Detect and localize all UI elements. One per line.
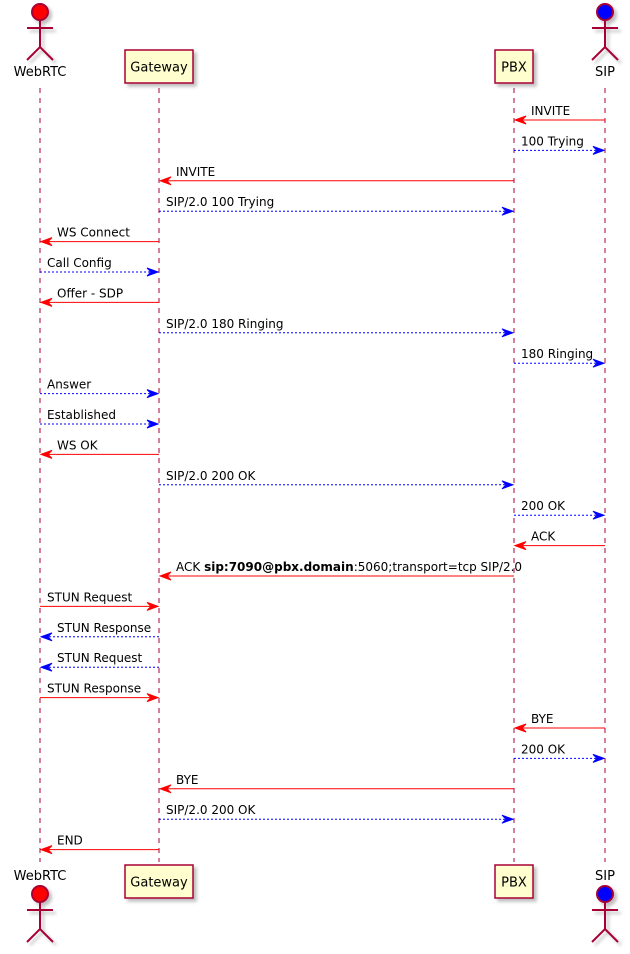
arrowhead-icon [513, 723, 527, 733]
message-label: INVITE [531, 104, 570, 118]
message-label: WS Connect [57, 226, 130, 240]
lifelines [39, 88, 606, 862]
message-label: INVITE [176, 165, 215, 179]
arrowhead-icon [39, 297, 53, 307]
arrowhead-icon [592, 358, 606, 368]
arrowhead-icon [39, 845, 53, 855]
message-arrow: 200 OK [514, 499, 606, 520]
message-label: BYE [176, 773, 199, 787]
message-arrow: SIP/2.0 200 OK [159, 803, 515, 824]
message-label: WS OK [57, 438, 99, 452]
message-arrow: ACK sip:7090@pbx.domain:5060;transport=t… [158, 560, 522, 581]
message-label: Established [47, 408, 116, 422]
message-label: 180 Ringing [521, 347, 593, 361]
participant-box-gateway: Gateway [124, 49, 194, 84]
participant-label: WebRTC [14, 65, 67, 80]
message-label: BYE [531, 712, 554, 726]
arrowhead-icon [592, 753, 606, 763]
actor-sip-top: SIP [591, 3, 619, 80]
message-label: Offer - SDP [57, 286, 123, 300]
message-arrow: INVITE [158, 165, 514, 186]
message-label: ACK sip:7090@pbx.domain:5060;transport=t… [176, 560, 522, 574]
message-arrow: 200 OK [514, 742, 606, 763]
message-arrow: BYE [513, 712, 605, 733]
message-label: END [57, 834, 83, 848]
arrowhead-icon [501, 480, 515, 490]
message-arrow: Answer [40, 378, 160, 399]
message-arrow: SIP/2.0 200 OK [159, 469, 515, 490]
message-arrow: WS OK [39, 438, 159, 459]
participant-label: SIP [595, 869, 615, 884]
message-arrow: STUN Request [40, 590, 160, 611]
message-arrow: ACK [513, 530, 605, 551]
message-arrow: END [39, 834, 159, 855]
arrowhead-icon [146, 693, 160, 703]
message-label: 200 OK [521, 742, 566, 756]
arrowhead-icon [513, 115, 527, 125]
arrowhead-icon [592, 145, 606, 155]
arrowhead-icon [592, 510, 606, 520]
arrowhead-icon [146, 389, 160, 399]
message-arrow: 180 Ringing [514, 347, 606, 368]
arrowhead-icon [501, 814, 515, 824]
message-arrow: INVITE [513, 104, 605, 125]
message-label: Answer [47, 378, 91, 392]
arrowhead-icon [158, 571, 172, 581]
message-arrow: 100 Trying [514, 134, 606, 155]
participant-box-pbx: PBX [494, 49, 534, 84]
actor-head-icon [596, 885, 614, 903]
participant-label: Gateway [130, 876, 188, 891]
message-arrow: SIP/2.0 180 Ringing [159, 317, 515, 338]
arrowhead-icon [146, 267, 160, 277]
participant-label: SIP [595, 65, 615, 80]
actor-head-icon [31, 3, 49, 21]
message-label: STUN Request [57, 651, 143, 665]
arrowhead-icon [501, 206, 515, 216]
message-label: STUN Request [47, 590, 133, 604]
arrowhead-icon [39, 632, 53, 642]
message-arrow: BYE [158, 773, 514, 794]
actor-head-icon [31, 885, 49, 903]
message-arrow: SIP/2.0 100 Trying [159, 195, 515, 216]
actor-webrtc-bottom: WebRTC [14, 869, 67, 943]
message-arrow: WS Connect [39, 226, 159, 247]
arrowhead-icon [146, 419, 160, 429]
arrowhead-icon [39, 237, 53, 247]
arrowhead-icon [158, 176, 172, 186]
arrowhead-icon [501, 328, 515, 338]
actor-sip-bottom: SIP [591, 869, 619, 943]
message-arrow: Established [40, 408, 160, 429]
actor-head-icon [596, 3, 614, 21]
message-label: 200 OK [521, 499, 566, 513]
message-label: STUN Response [47, 682, 141, 696]
message-label: SIP/2.0 200 OK [166, 469, 256, 483]
message-arrow: STUN Response [39, 621, 159, 642]
participant-label: PBX [501, 876, 527, 891]
message-label: STUN Response [57, 621, 151, 635]
message-arrow: STUN Response [40, 682, 160, 703]
message-arrow: Call Config [40, 256, 160, 277]
message-arrow: Offer - SDP [39, 286, 159, 307]
message-label: SIP/2.0 180 Ringing [166, 317, 284, 331]
arrowhead-icon [39, 449, 53, 459]
participant-box-pbx: PBX [494, 864, 534, 899]
participant-box-gateway: Gateway [124, 864, 194, 899]
message-label: 100 Trying [521, 134, 584, 148]
actor-webrtc-top: WebRTC [14, 3, 67, 80]
participant-label: Gateway [130, 61, 188, 76]
arrowhead-icon [146, 601, 160, 611]
participant-label: PBX [501, 61, 527, 76]
message-label: SIP/2.0 200 OK [166, 803, 256, 817]
message-label: ACK [531, 530, 556, 544]
message-label: Call Config [47, 256, 112, 270]
arrowhead-icon [158, 784, 172, 794]
message-label: SIP/2.0 100 Trying [166, 195, 274, 209]
message-arrow: STUN Request [39, 651, 159, 672]
participant-label: WebRTC [14, 869, 67, 884]
arrowhead-icon [513, 541, 527, 551]
arrowhead-icon [39, 662, 53, 672]
